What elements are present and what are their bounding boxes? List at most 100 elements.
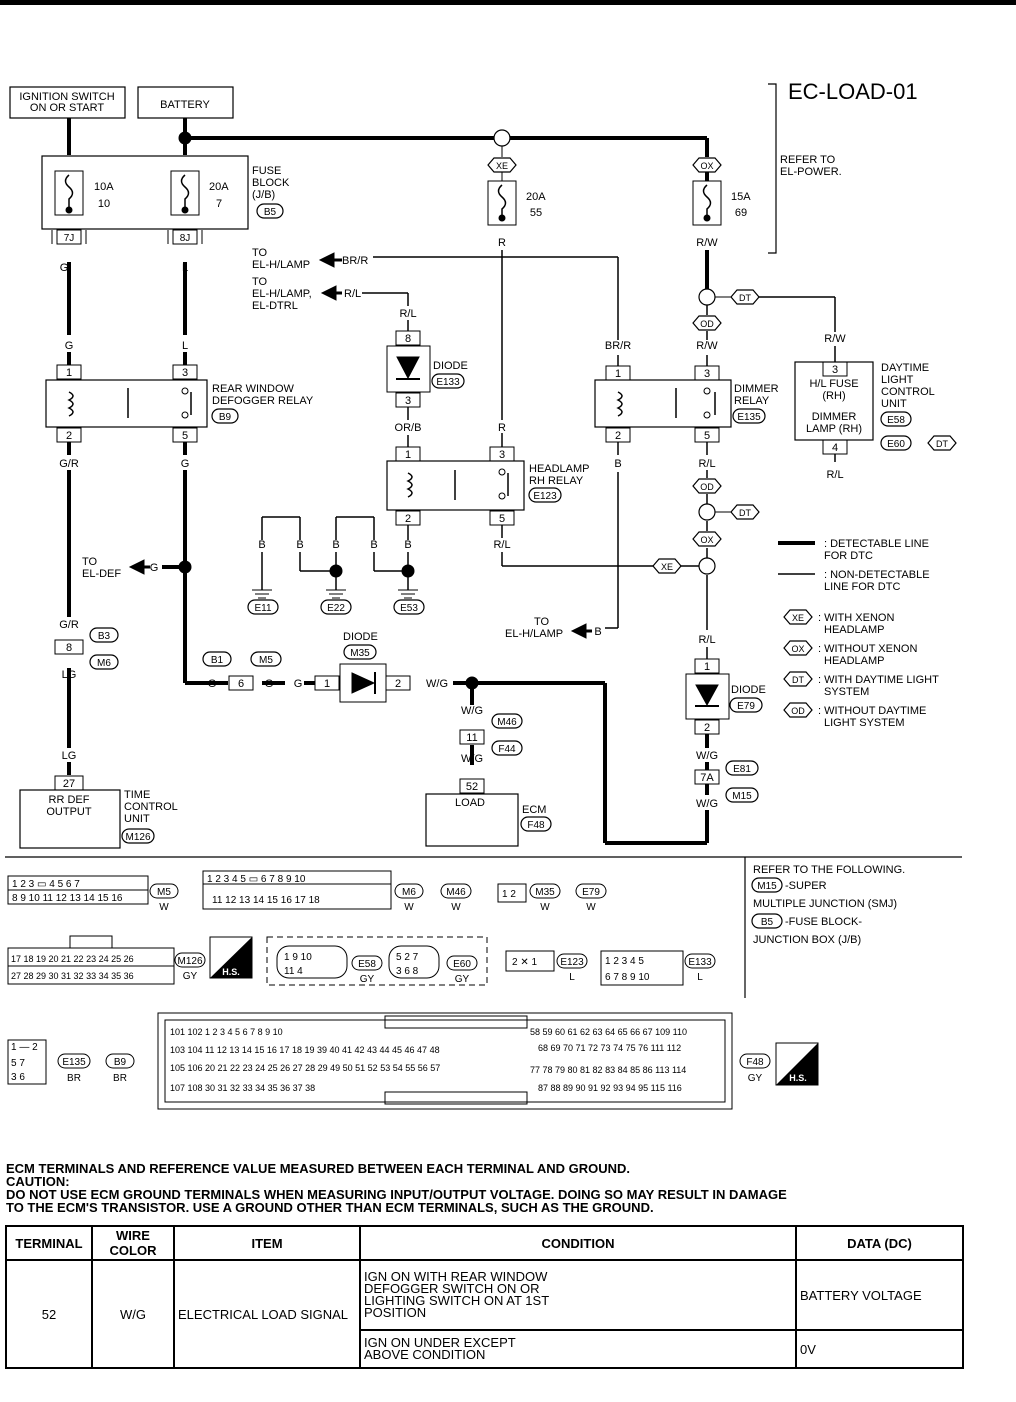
wire-l-2: L <box>182 340 188 352</box>
tcu-name-3: UNIT <box>124 813 150 825</box>
fuse-block-label: FUSE <box>252 165 281 177</box>
header-data: DATA (DC) <box>795 1225 964 1261</box>
diode-e79-pin2: 2 <box>704 722 710 734</box>
fuse-1-amp: 10A <box>94 181 114 193</box>
refer-box-line4: -FUSE BLOCK- <box>785 916 862 928</box>
legend-nondetectable-2: LINE FOR DTC <box>824 581 900 593</box>
legend-ox-marker: OX <box>791 644 804 654</box>
e58-face-row2: 11 4 <box>284 966 303 977</box>
face-m5: M5 <box>157 887 171 898</box>
face-m5-color: W <box>159 902 169 913</box>
inline-pin-7a: 7A <box>700 772 714 784</box>
wire-wg-2: W/G <box>461 705 483 717</box>
e135-face-row2: 5 7 <box>11 1058 25 1069</box>
face-e133-color: L <box>697 972 703 983</box>
e60-face-row1: 5 2 7 <box>396 952 419 963</box>
ecm-terminal: 52 <box>466 781 478 793</box>
marker-dt: DT <box>739 293 751 303</box>
cell-condition-1: IGN ON WITH REAR WINDOW DEFOGGER SWITCH … <box>359 1259 797 1331</box>
dtl-label-2: LIGHT <box>881 374 914 386</box>
dest-def: EL-DEF <box>82 568 121 580</box>
inline-m46: M46 <box>497 717 517 728</box>
diode-m35-label: DIODE <box>343 631 378 643</box>
rear-relay-connector: B9 <box>219 412 232 423</box>
face-m35: M35 <box>535 887 555 898</box>
ecm-name: ECM <box>522 804 546 816</box>
face-e60-color: GY <box>455 974 470 985</box>
relay-b9-pin5: 5 <box>182 430 188 442</box>
tcu-name-2: CONTROL <box>124 801 178 813</box>
legend-od-marker: OD <box>791 706 805 716</box>
refer-box-line1: REFER TO THE FOLLOWING. <box>753 864 905 876</box>
dest-hlamp: EL-H/LAMP <box>252 259 310 271</box>
rear-relay-label-2: DEFOGGER RELAY <box>212 395 314 407</box>
face-f48-color: GY <box>748 1073 763 1084</box>
ignition-switch-label-2: ON OR START <box>30 102 104 114</box>
wire-wg-4: W/G <box>696 750 718 762</box>
terminal-8j: 8J <box>180 233 191 244</box>
ecm-face-row2: 103 104 11 12 13 14 15 16 17 18 19 39 40… <box>170 1045 440 1055</box>
inline-f44: F44 <box>498 744 516 755</box>
face-e60: E60 <box>453 959 471 970</box>
face-e123-color: L <box>569 972 575 983</box>
wire-rw-2: R/W <box>696 340 718 352</box>
wire-gr: G/R <box>59 458 79 470</box>
hl-relay-pin5: 5 <box>499 513 505 525</box>
dtl-label-3: CONTROL <box>881 386 935 398</box>
e135-face-row1: 1 — 2 <box>11 1042 38 1053</box>
ground-e53: E53 <box>400 603 418 614</box>
dest-hlamp-to: TO <box>252 247 268 259</box>
e135-face-row3: 3 6 <box>11 1072 25 1083</box>
face-e79: E79 <box>582 887 600 898</box>
refer-label: REFER TO <box>780 154 836 166</box>
fuse-block-connector: B5 <box>264 207 277 218</box>
header-terminal: TERMINAL <box>5 1225 93 1261</box>
wire-rw-3: R/W <box>824 333 846 345</box>
wire-rl-2: R/L <box>399 308 416 320</box>
m6-face-row1: 1 2 3 4 5 ▭ 6 7 8 9 10 <box>207 874 306 885</box>
wire-rl: R/L <box>344 288 361 300</box>
legend-xe-2: HEADLAMP <box>824 624 885 636</box>
marker-ox-2: OX <box>700 535 713 545</box>
m5-face-row1: 1 2 3 ▭ 4 5 6 7 <box>12 879 80 890</box>
inline-pin-8: 8 <box>66 642 72 654</box>
face-m6-color: W <box>404 902 414 913</box>
dimmer-label-2: RELAY <box>734 395 770 407</box>
ecm-face-row3: 105 106 20 21 22 23 24 25 26 27 28 29 49… <box>170 1063 440 1073</box>
dtl-box-label: H/L FUSE <box>809 378 858 390</box>
cell-data-1: BATTERY VOLTAGE <box>795 1259 964 1331</box>
wire-g-4: G <box>150 562 159 574</box>
m126-face-row2: 27 28 29 30 31 32 33 34 35 36 <box>11 971 134 981</box>
legend-detectable-2: FOR DTC <box>824 550 873 562</box>
ecm-face-row6: 68 69 70 71 72 73 74 75 76 111 112 <box>538 1043 681 1053</box>
face-e135: E135 <box>62 1057 86 1068</box>
inline-pin-11: 11 <box>466 732 477 744</box>
dest-hlamp-to-2: TO <box>252 276 268 288</box>
wire-rw: R/W <box>696 237 718 249</box>
ecm-face-row1: 101 102 1 2 3 4 5 6 7 8 9 10 <box>170 1027 283 1037</box>
fuse-2-amp: 20A <box>209 181 229 193</box>
refer-box-line5: JUNCTION BOX (J/B) <box>753 934 861 946</box>
relay-b9-pin3: 3 <box>182 367 188 379</box>
dest-hlamp-2: EL-H/LAMP, <box>252 288 312 300</box>
ecm-connector: F48 <box>527 820 545 831</box>
tcu-output-2: OUTPUT <box>46 806 92 818</box>
legend-ox: : WITHOUT XENON <box>818 643 917 655</box>
diode-m35-connector: M35 <box>350 648 370 659</box>
inline-m6: M6 <box>97 658 111 669</box>
wire-b-6: B <box>614 458 621 470</box>
diode-e79-connector: E79 <box>737 701 755 712</box>
e133-face-row1: 1 2 3 4 5 <box>605 956 644 967</box>
dest-hlamp-to-3: TO <box>534 616 550 628</box>
inline-m15: M15 <box>732 791 752 802</box>
wire-wg-5: W/G <box>696 798 718 810</box>
face-m35-color: W <box>540 902 550 913</box>
dtl-pin4: 4 <box>832 442 838 454</box>
table-row: 52 W/G ELECTRICAL LOAD SIGNAL IGN ON WIT… <box>5 1259 964 1369</box>
cell-data-2: 0V <box>795 1329 964 1369</box>
wire-lg: LG <box>62 669 77 681</box>
wire-g-3: G <box>181 458 190 470</box>
face-e58-color: GY <box>360 974 375 985</box>
face-e79-color: W <box>586 902 596 913</box>
wire-rl-3: R/L <box>493 539 510 551</box>
